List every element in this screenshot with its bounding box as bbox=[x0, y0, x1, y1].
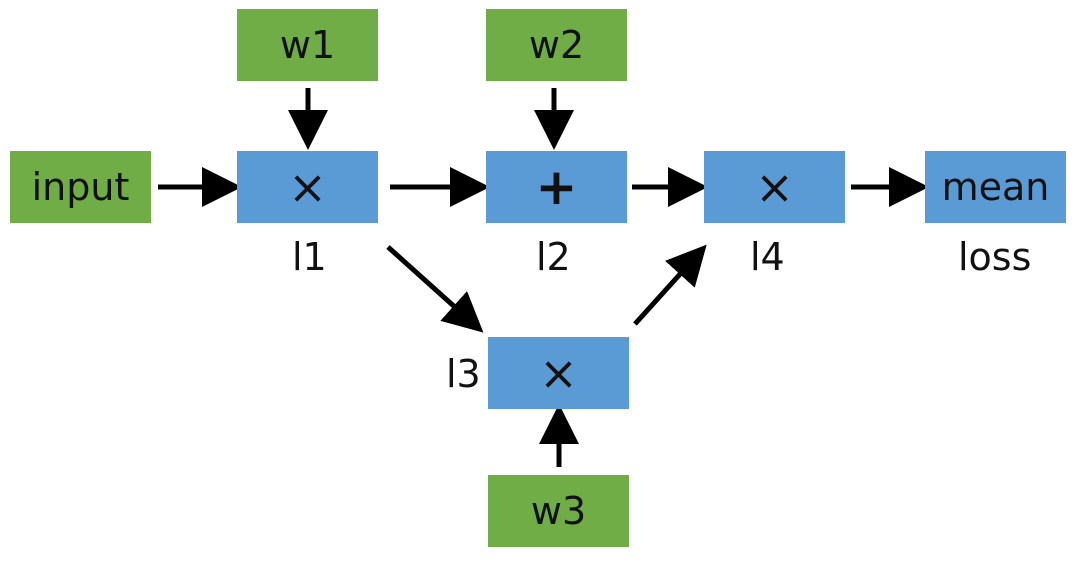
op-l1-multiply-box: × bbox=[237, 151, 378, 223]
op-l3-multiply-box: × bbox=[488, 337, 629, 409]
op-mean-box: mean bbox=[925, 151, 1066, 223]
weight-w1-text: w1 bbox=[279, 23, 336, 67]
label-l1: l1 bbox=[292, 235, 327, 279]
label-l3: l3 bbox=[446, 352, 481, 396]
weight-w3-box: w3 bbox=[488, 475, 629, 547]
label-l4: l4 bbox=[750, 235, 785, 279]
op-l4-multiply-box: × bbox=[704, 151, 845, 223]
arrow-l3-to-l4 bbox=[633, 244, 707, 326]
input-box: input bbox=[10, 151, 151, 223]
multiply-symbol: × bbox=[288, 160, 327, 214]
multiply-symbol: × bbox=[755, 160, 794, 214]
add-symbol: + bbox=[535, 158, 578, 216]
weight-w2-box: w2 bbox=[486, 9, 627, 81]
weight-w3-text: w3 bbox=[530, 489, 587, 533]
op-l2-add-box: + bbox=[486, 151, 627, 223]
label-l2: l2 bbox=[536, 235, 571, 279]
arrow-l1-to-l3 bbox=[386, 245, 484, 333]
multiply-symbol: × bbox=[539, 346, 578, 400]
label-loss: loss bbox=[958, 235, 1032, 279]
mean-text: mean bbox=[941, 165, 1050, 209]
weight-w1-box: w1 bbox=[237, 9, 378, 81]
input-text: input bbox=[31, 165, 130, 209]
weight-w2-text: w2 bbox=[528, 23, 585, 67]
